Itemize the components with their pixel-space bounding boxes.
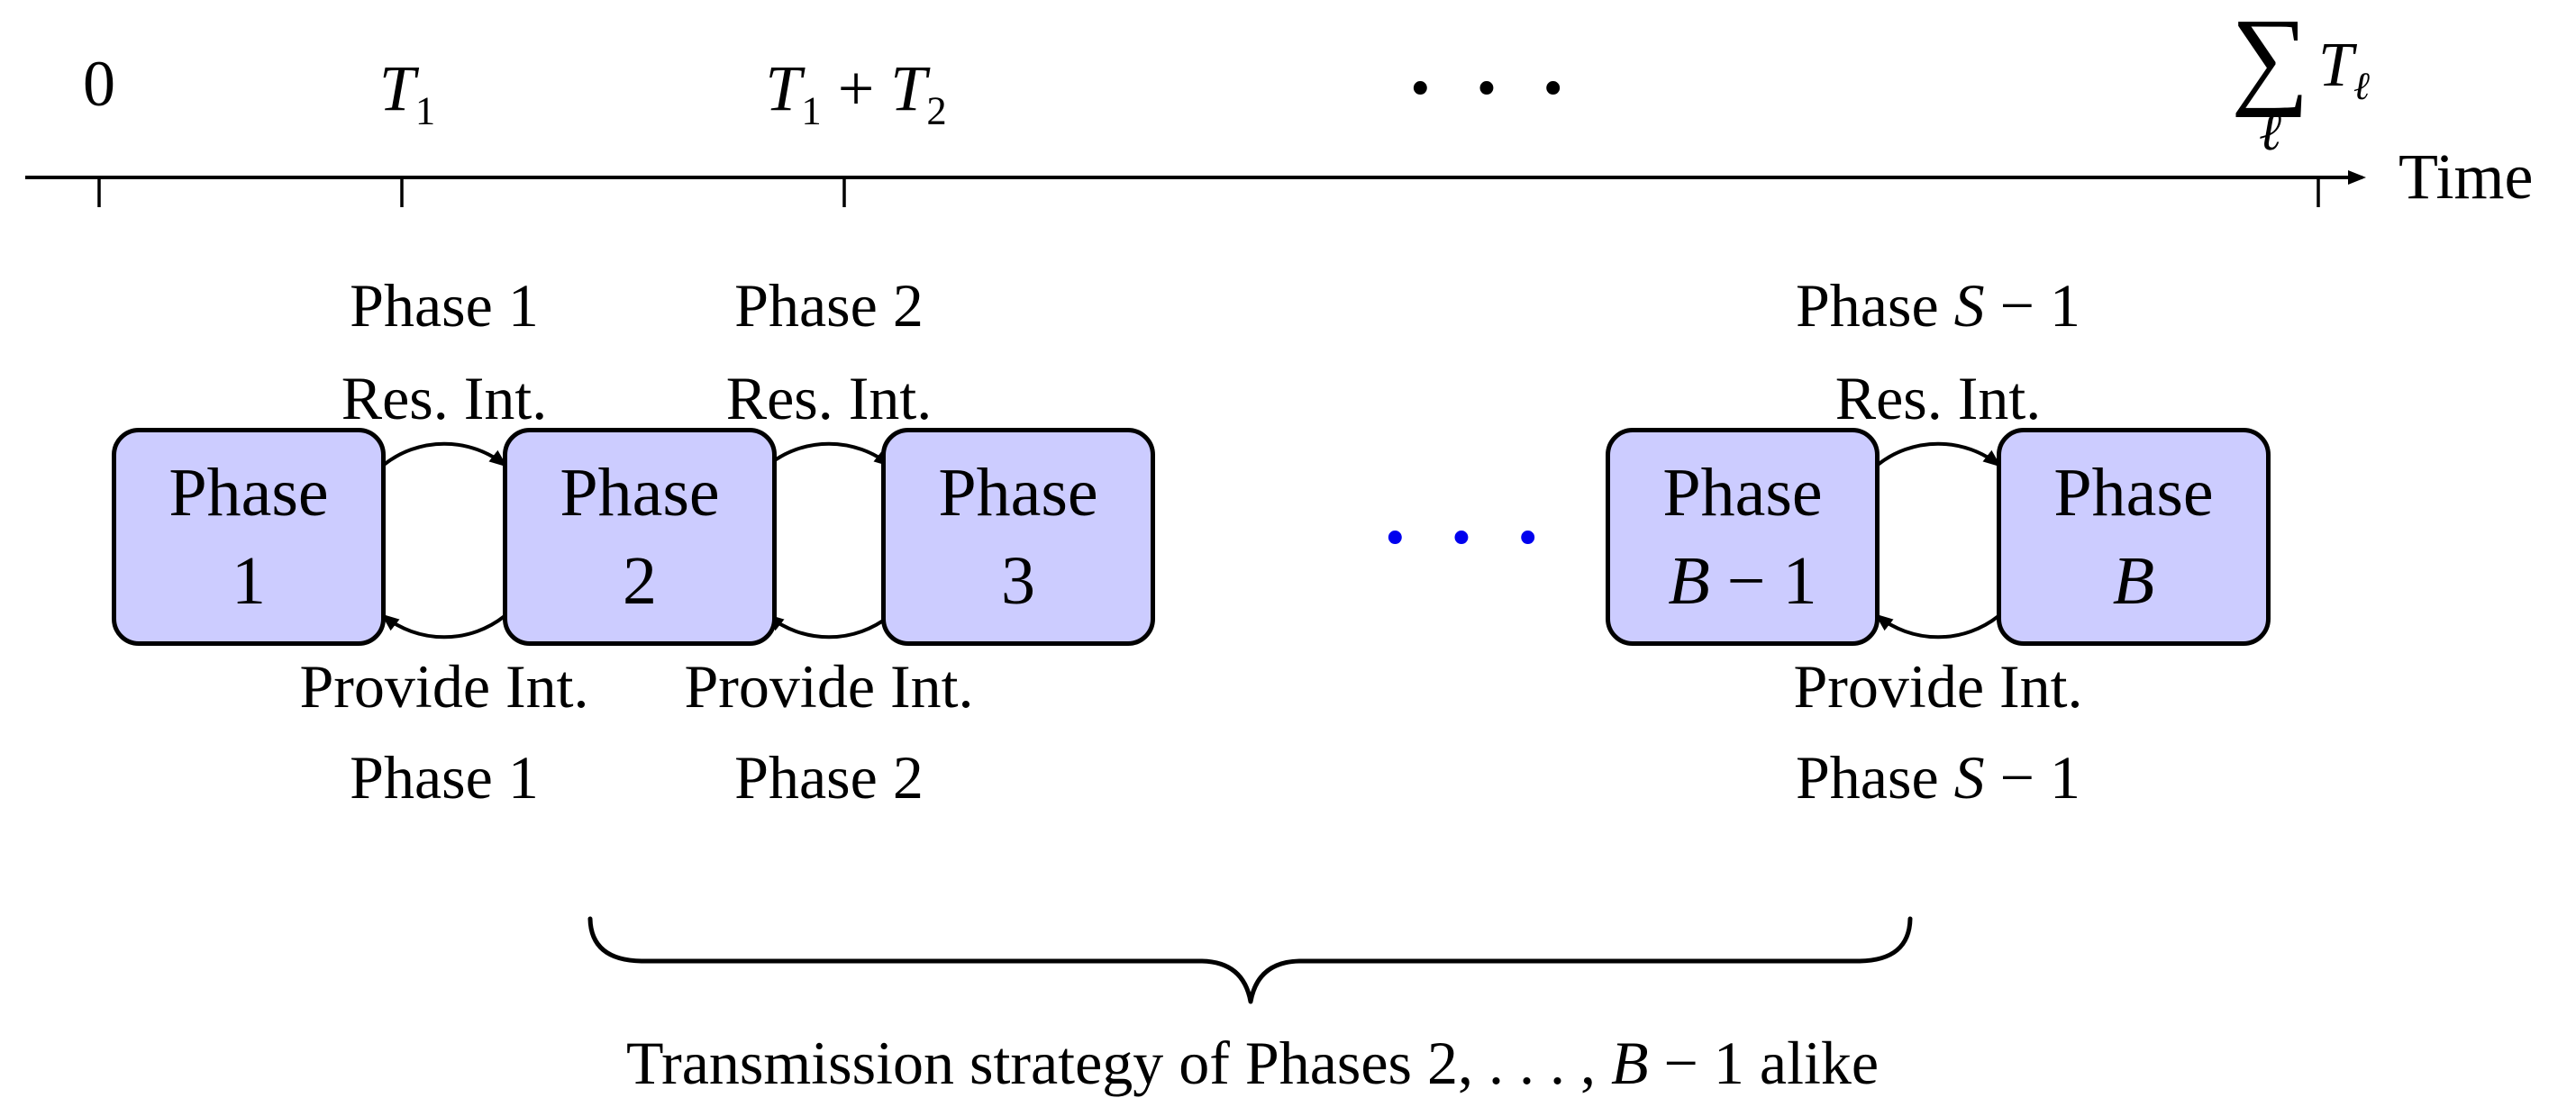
phase-box-1: Phase 1 <box>112 428 386 646</box>
axis-title: Time <box>2399 141 2534 213</box>
backward-arc-1 <box>380 613 506 640</box>
forward-arc-1 <box>382 441 508 467</box>
connector-2-res-label: Res. Int. <box>725 364 933 432</box>
phase-box-3-title: Phase <box>938 455 1098 531</box>
connector-3-top-phase: Phase S − 1 <box>1795 271 2081 340</box>
sigma-subscript: ℓ <box>2258 102 2281 161</box>
backward-arc-3 <box>1874 613 2000 640</box>
sum-term-sub: ℓ <box>2353 65 2370 108</box>
connector-1-res-label: Res. Int. <box>341 364 548 432</box>
axis-label-sum: ∑ ℓ Tℓ <box>2231 0 2370 161</box>
connector-1-top-phase: Phase 1 <box>350 271 539 340</box>
box-row-ellipsis: · · · <box>1380 491 1552 583</box>
t1-sub: 1 <box>414 87 436 133</box>
phase-box-b-title: Phase <box>2053 455 2214 531</box>
sigma-symbol: ∑ <box>2231 0 2309 118</box>
t1t2-sub1: 1 <box>801 87 822 133</box>
connector-3-res-label: Res. Int. <box>1834 364 2042 432</box>
phase-box-3: Phase 3 <box>881 428 1155 646</box>
phase-box-b-number: B <box>2112 543 2155 619</box>
t1t2-base1: T <box>765 52 802 124</box>
axis-ellipsis: · · · <box>1406 41 1577 133</box>
t1-base: T <box>378 52 415 124</box>
connector-2-top-phase: Phase 2 <box>734 271 924 340</box>
sum-term: Tℓ <box>2317 31 2370 106</box>
brace-caption: Transmission strategy of Phases 2, . . .… <box>625 1029 1880 1097</box>
connector-2-bottom-phase: Phase 2 <box>734 743 924 812</box>
brace <box>587 916 1913 1004</box>
phase-box-b: Phase B <box>1997 428 2271 646</box>
t1t2-base2: T <box>890 52 927 124</box>
phase-box-b-minus-1-title: Phase <box>1662 455 1823 531</box>
phase-box-2-title: Phase <box>560 455 720 531</box>
t1t2-plus: + <box>821 52 891 124</box>
axis-label-t1: T1 <box>379 56 435 131</box>
backward-arc-2 <box>765 613 891 640</box>
t1t2-sub2: 2 <box>926 87 947 133</box>
phase-box-1-number: 1 <box>232 543 266 619</box>
phase-box-b-minus-1: Phase B − 1 <box>1606 428 1880 646</box>
axis-label-t1-plus-t2: T1 + T2 <box>765 56 946 131</box>
axis-label-origin: 0 <box>83 48 115 120</box>
forward-arc-3 <box>1876 441 2002 467</box>
forward-arc-2 <box>767 441 893 467</box>
connector-2-provide-label: Provide Int. <box>684 652 974 721</box>
sigma-column: ∑ ℓ <box>2231 0 2309 161</box>
connector-3-bottom-phase: Phase S − 1 <box>1795 743 2081 812</box>
phase-box-b-minus-1-number: B − 1 <box>1668 543 1817 619</box>
phase-box-2-number: 2 <box>623 543 657 619</box>
sum-term-base: T <box>2317 31 2353 100</box>
connector-1-provide-label: Provide Int. <box>299 652 589 721</box>
connector-1-bottom-phase: Phase 1 <box>350 743 539 812</box>
connector-3-provide-label: Provide Int. <box>1793 652 2083 721</box>
phase-box-3-number: 3 <box>1001 543 1035 619</box>
phase-box-2: Phase 2 <box>503 428 777 646</box>
phase-box-1-title: Phase <box>168 455 329 531</box>
